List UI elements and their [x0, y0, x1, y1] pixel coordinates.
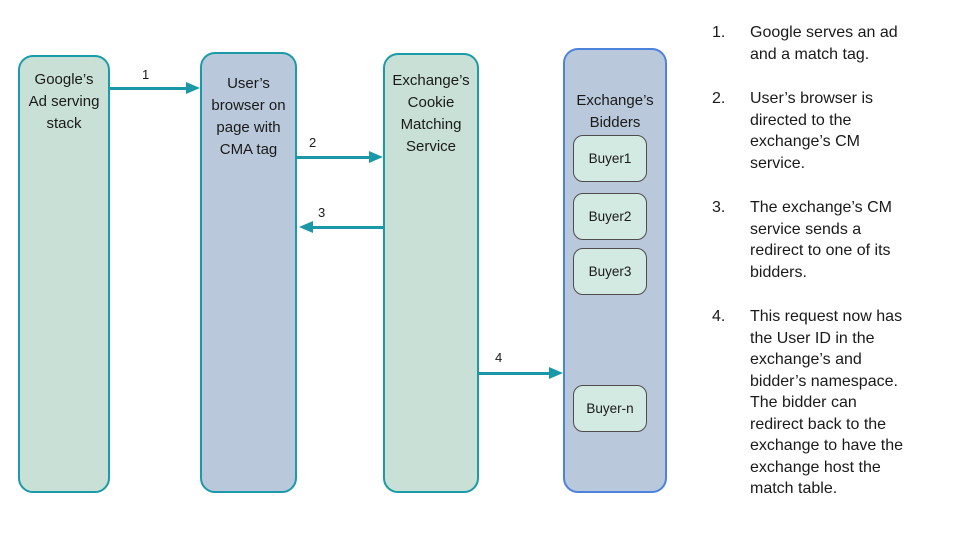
arrowhead-right-icon: [549, 367, 563, 379]
node-exchange-bidders-label: Exchange’s Bidders: [576, 92, 654, 131]
step-number: 1.: [712, 24, 726, 41]
flow-arrow-1: [110, 82, 200, 94]
flow-arrow-3: [299, 221, 383, 233]
step-text: This request now has the User ID in the …: [750, 308, 904, 497]
node-cookie-matching-service: Exchange’s Cookie Matching Service: [383, 53, 479, 493]
node-google-ad-stack: Google’s Ad serving stack: [18, 55, 110, 493]
arrowhead-right-icon: [369, 151, 383, 163]
step-item-1: 1. Google serves an ad and a match tag.: [712, 22, 954, 65]
step-item-3: 3. The exchange’s CM service sends a red…: [712, 197, 954, 283]
step-text: User’s browser is directed to the exchan…: [750, 90, 873, 172]
step-text: The exchange’s CM service sends a redire…: [750, 199, 892, 281]
buyer-box-3: Buyer3: [573, 248, 647, 295]
step-item-4: 4. This request now has the User ID in t…: [712, 306, 954, 500]
node-user-browser: User’s browser on page with CMA tag: [200, 52, 297, 493]
arrow-line: [311, 225, 383, 229]
step-number: 2.: [712, 90, 726, 107]
arrow-line: [479, 371, 551, 375]
flow-arrow-2: [297, 151, 383, 163]
arrowhead-left-icon: [299, 221, 313, 233]
buyer-box-2: Buyer2: [573, 193, 647, 240]
step-text: Google serves an ad and a match tag.: [750, 24, 898, 63]
buyer-box-1: Buyer1: [573, 135, 647, 182]
arrow-label-2: 2: [309, 135, 317, 150]
step-number: 4.: [712, 308, 726, 325]
arrowhead-right-icon: [186, 82, 200, 94]
arrow-label-1: 1: [142, 67, 150, 82]
arrow-label-3: 3: [318, 205, 326, 220]
flow-arrow-4: [479, 367, 563, 379]
node-exchange-bidders: Exchange’s Bidders Buyer1 Buyer2 Buyer3 …: [563, 48, 667, 493]
steps-list: 1. Google serves an ad and a match tag. …: [712, 22, 954, 523]
step-item-2: 2. User’s browser is directed to the exc…: [712, 88, 954, 174]
arrow-line: [110, 86, 188, 90]
arrow-line: [297, 155, 371, 159]
arrow-label-4: 4: [495, 350, 503, 365]
buyer-box-n: Buyer-n: [573, 385, 647, 432]
step-number: 3.: [712, 199, 726, 216]
